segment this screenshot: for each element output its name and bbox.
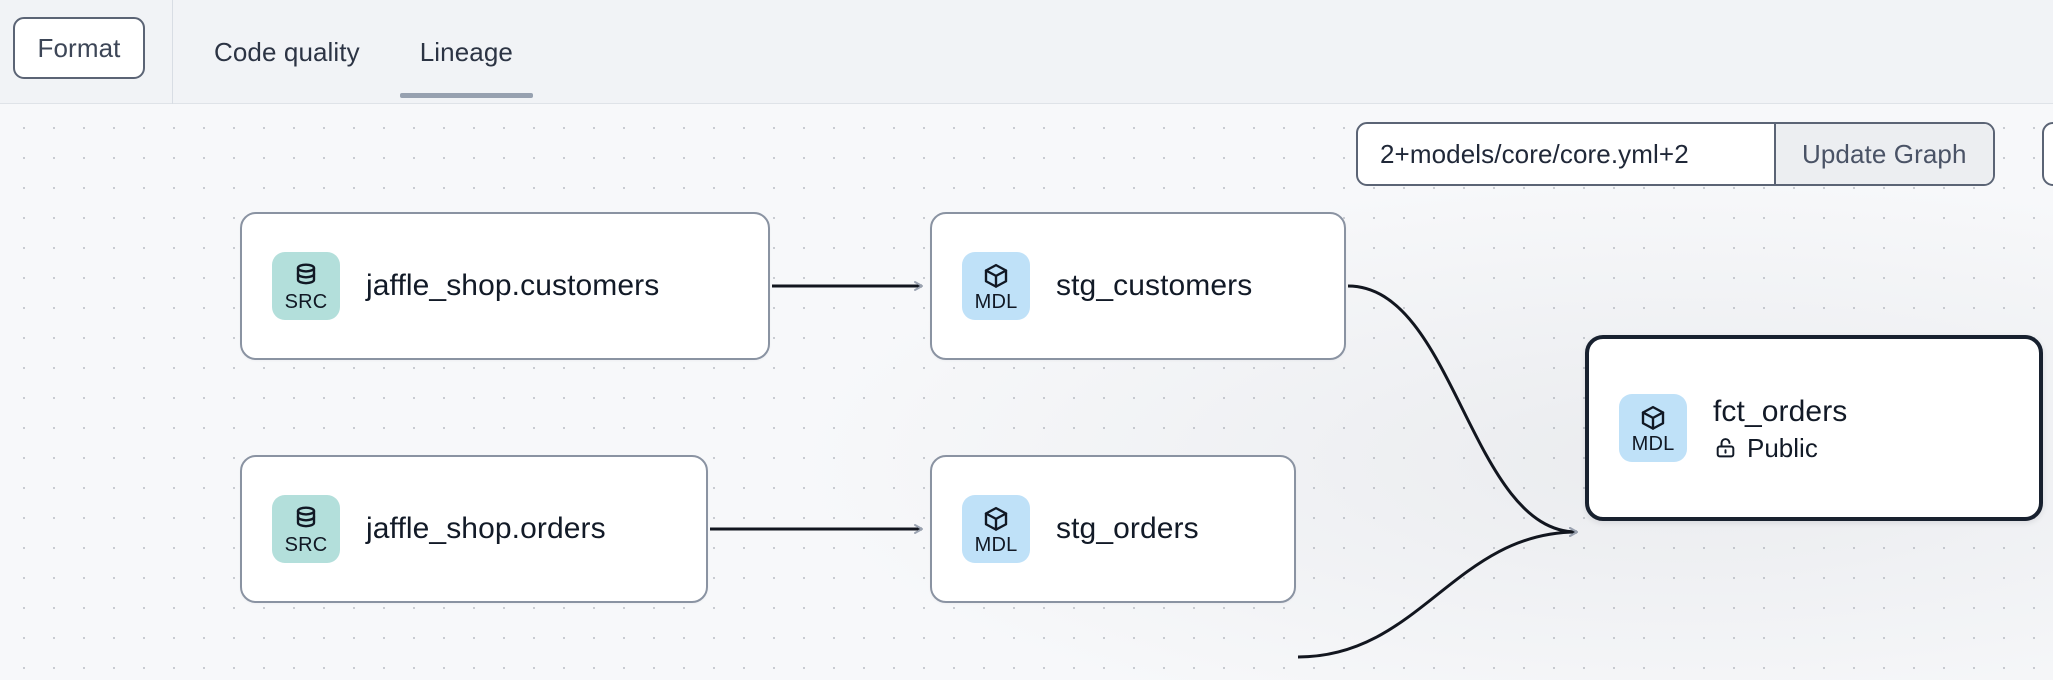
cube-icon bbox=[1641, 405, 1665, 430]
node-title: jaffle_shop.orders bbox=[366, 512, 606, 545]
side-panel-button-partial[interactable] bbox=[2042, 122, 2053, 186]
graph-selector-group: Update Graph bbox=[1356, 122, 1995, 186]
model-badge-label: MDL bbox=[974, 290, 1018, 313]
source-badge-label: SRC bbox=[284, 290, 328, 313]
node-title: stg_customers bbox=[1056, 269, 1253, 302]
toolbar-divider bbox=[172, 0, 173, 104]
edge-stg-orders-to-fct-orders bbox=[1297, 527, 1578, 659]
tab-lineage[interactable]: Lineage bbox=[390, 0, 543, 104]
edge-stg-customers-to-fct-orders bbox=[1347, 284, 1578, 537]
database-icon bbox=[296, 262, 316, 284]
node-access-label: Public bbox=[1747, 432, 1818, 463]
model-badge: MDL bbox=[962, 495, 1030, 563]
lineage-node-src-customers[interactable]: SRC jaffle_shop.customers bbox=[240, 212, 770, 360]
lineage-node-stg-customers[interactable]: MDL stg_customers bbox=[930, 212, 1346, 360]
lineage-node-src-orders[interactable]: SRC jaffle_shop.orders bbox=[240, 455, 708, 603]
graph-selector-input[interactable] bbox=[1358, 124, 1774, 184]
node-body: fct_orders Public bbox=[1713, 394, 1847, 463]
model-badge-label: MDL bbox=[1631, 432, 1675, 455]
source-badge-label: SRC bbox=[284, 533, 328, 556]
lineage-node-stg-orders[interactable]: MDL stg_orders bbox=[930, 455, 1296, 603]
control-divider bbox=[1774, 124, 1776, 184]
model-badge: MDL bbox=[962, 252, 1030, 320]
unlock-icon bbox=[1716, 438, 1735, 458]
update-graph-button[interactable]: Update Graph bbox=[1776, 124, 1993, 184]
node-access: Public bbox=[1713, 433, 1847, 463]
node-title: jaffle_shop.customers bbox=[366, 269, 660, 302]
lineage-node-fct-orders[interactable]: MDL fct_orders Public bbox=[1585, 335, 2043, 521]
node-body: stg_orders bbox=[1056, 511, 1199, 547]
editor-toolbar: Format Code quality Lineage bbox=[0, 0, 2053, 104]
source-badge: SRC bbox=[272, 495, 340, 563]
graph-controls: Update Graph bbox=[1356, 122, 1995, 186]
tab-code-quality[interactable]: Code quality bbox=[184, 0, 390, 104]
tab-code-quality-label: Code quality bbox=[214, 36, 360, 67]
cube-icon bbox=[984, 263, 1008, 288]
database-icon bbox=[296, 505, 316, 527]
node-title: stg_orders bbox=[1056, 512, 1199, 545]
lineage-canvas[interactable]: SRC jaffle_shop.customers MDL stg_custom… bbox=[0, 104, 2053, 680]
tab-lineage-label: Lineage bbox=[419, 36, 513, 67]
source-badge: SRC bbox=[272, 252, 340, 320]
tab-underline bbox=[399, 93, 533, 98]
node-body: jaffle_shop.customers bbox=[366, 268, 659, 304]
node-title: fct_orders bbox=[1713, 394, 1848, 428]
node-body: jaffle_shop.orders bbox=[366, 511, 606, 547]
model-badge-label: MDL bbox=[974, 533, 1018, 556]
model-badge: MDL bbox=[1619, 394, 1687, 462]
tab-bar: Code quality Lineage bbox=[172, 0, 543, 104]
node-body: stg_customers bbox=[1056, 268, 1252, 304]
format-button[interactable]: Format bbox=[13, 17, 145, 79]
cube-icon bbox=[984, 506, 1008, 531]
